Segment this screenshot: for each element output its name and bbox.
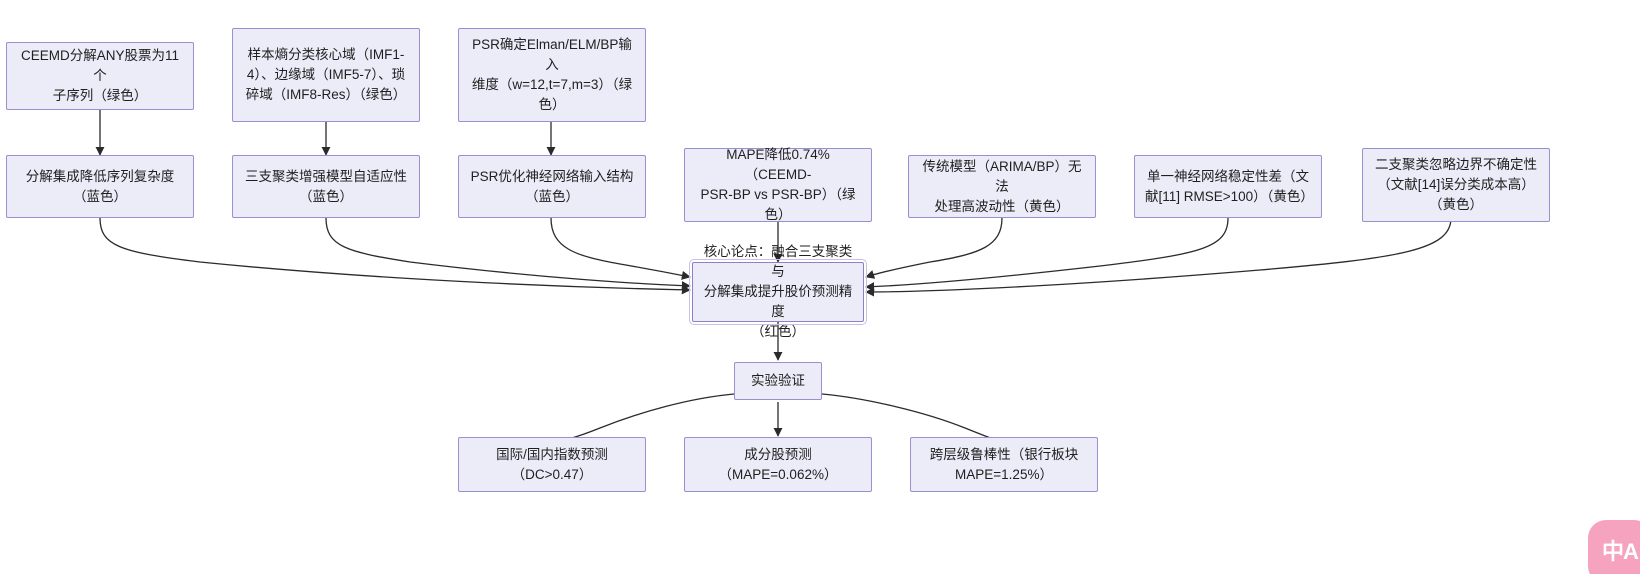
edge-support3-core [550,217,691,280]
edge-gap2-core [865,217,1229,292]
node-support-psr-network-structure[interactable]: PSR优化神经网络输入结构 （蓝色） [458,155,646,218]
node-label: 传统模型（ARIMA/BP）无法 处理高波动性（黄色） [922,158,1082,214]
node-evidence-mape-reduction[interactable]: MAPE降低0.74%（CEEMD- PSR-BP vs PSR-BP）（绿 色… [684,147,872,222]
node-label: 单一神经网络稳定性差（文 献[11] RMSE>100）（黄色） [1145,168,1314,204]
node-label: 跨层级鲁棒性（银行板块 MAPE=1.25%） [929,446,1079,482]
node-experimental-validation[interactable]: 实验验证 [734,362,822,400]
node-gap-traditional-models[interactable]: 传统模型（ARIMA/BP）无法 处理高波动性（黄色） [908,155,1096,218]
node-label: 三支聚类增强模型自适应性 （蓝色） [245,168,407,204]
edge-support1-core [99,217,691,295]
node-gap-single-network-instability[interactable]: 单一神经网络稳定性差（文 献[11] RMSE>100）（黄色） [1134,155,1322,218]
node-premise-ceemd-decomposition[interactable]: CEEMD分解ANY股票为11个 子序列（绿色） [6,42,194,110]
edge-gap3-core [865,217,1452,297]
node-label: 二支聚类忽略边界不确定性 （文献[14]误分类成本高） （黄色） [1375,157,1537,212]
node-label: CEEMD分解ANY股票为11个 子序列（绿色） [20,48,180,103]
node-label: 成分股预测 （MAPE=0.062%） [718,446,838,482]
watermark-text: 中A [1602,539,1639,564]
node-label: 实验验证 [751,373,805,388]
node-label: 核心论点：融合三支聚类与 分解集成提升股价预测精度 （红色） [703,244,853,339]
node-gap-two-way-clustering-boundary[interactable]: 二支聚类忽略边界不确定性 （文献[14]误分类成本高） （黄色） [1362,148,1550,222]
edge-support2-core [325,217,691,291]
node-premise-sample-entropy-classification[interactable]: 样本熵分类核心域（IMF1- 4）、边缘域（IMF5-7）、琐 碎域（IMF8-… [232,28,420,122]
node-premise-psr-input-dimension[interactable]: PSR确定Elman/ELM/BP输入 维度（w=12,t=7,m=3）（绿 色… [458,28,646,122]
node-result-index-prediction[interactable]: 国际/国内指数预测 （DC>0.47） [458,437,646,492]
edge-gap1-core [865,217,1003,279]
node-label: PSR优化神经网络输入结构 （蓝色） [470,168,634,204]
node-label: 样本熵分类核心域（IMF1- 4）、边缘域（IMF5-7）、琐 碎域（IMF8-… [245,47,407,102]
node-result-cross-level-robustness[interactable]: 跨层级鲁棒性（银行板块 MAPE=1.25%） [910,437,1098,492]
node-support-three-way-clustering-adaptivity[interactable]: 三支聚类增强模型自适应性 （蓝色） [232,155,420,218]
node-result-constituent-stock-prediction[interactable]: 成分股预测 （MAPE=0.062%） [684,437,872,492]
node-label: PSR确定Elman/ELM/BP输入 维度（w=12,t=7,m=3）（绿 色… [471,37,633,112]
node-core-claim[interactable]: 核心论点：融合三支聚类与 分解集成提升股价预测精度 （红色） [689,244,867,339]
edge-validation-result3 [821,393,1006,447]
node-label: 分解集成降低序列复杂度 （蓝色） [25,168,175,204]
node-label: 国际/国内指数预测 （DC>0.47） [496,446,608,482]
watermark-badge: 中A [1588,520,1640,574]
node-label: MAPE降低0.74%（CEEMD- PSR-BP vs PSR-BP）（绿 色… [700,147,856,222]
edge-validation-result1 [550,393,735,447]
node-support-reduce-complexity[interactable]: 分解集成降低序列复杂度 （蓝色） [6,155,194,218]
